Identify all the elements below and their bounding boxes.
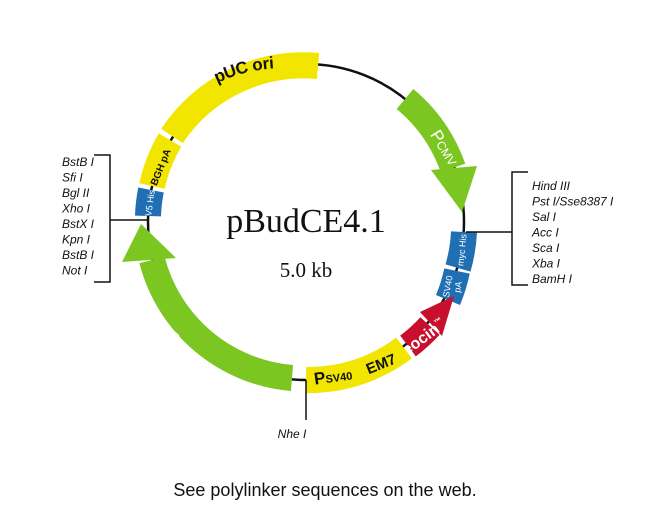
restriction-site-label: Sal I <box>532 210 557 224</box>
psv40-em7-segment <box>305 337 412 394</box>
v5-his-segment <box>135 187 164 217</box>
myc-his-label: myc His <box>455 233 468 266</box>
pef-arrow-body <box>139 256 294 391</box>
restriction-site-label: Hind III <box>532 179 571 193</box>
restriction-site-label: BstX I <box>62 217 95 231</box>
restriction-site-label: BstB I <box>62 155 95 169</box>
restriction-site-label: Acc I <box>531 226 559 240</box>
restriction-site-label: Xho I <box>61 202 91 216</box>
psv40-label: PSV40 <box>313 364 354 388</box>
restriction-site-label: Kpn I <box>62 233 91 247</box>
bgh-pa-segment <box>139 133 182 190</box>
restriction-site-label: BamH I <box>532 272 573 286</box>
zeocin-arrow-body <box>399 317 440 357</box>
mcs-right-bracket <box>466 171 528 286</box>
restriction-site-label: Bgl II <box>62 186 90 200</box>
pcmv-arrowhead <box>431 166 477 212</box>
sv40-pa-label: SV40 pA <box>441 272 465 300</box>
plasmid-name: pBudCE4.1 <box>226 203 386 240</box>
restriction-site-label: Xba I <box>531 257 561 271</box>
plasmid-size: 5.0 kb <box>280 258 333 282</box>
restriction-site-label: Sfi I <box>62 171 83 185</box>
v5-his-label: V5 His <box>143 189 157 217</box>
myc-his-segment <box>445 231 477 272</box>
puc-ori-segment <box>161 52 320 144</box>
restriction-site-label: Not I <box>62 264 88 278</box>
zeocin-arrowhead <box>420 296 454 336</box>
mcs-left-bracket <box>94 154 148 283</box>
restriction-site-label: BstB I <box>62 248 95 262</box>
caption: See polylinker sequences on the web. <box>173 480 477 500</box>
restriction-site-label: Sca I <box>532 241 560 255</box>
nhe-site-label: Nhe I <box>278 427 307 441</box>
pef-arrowhead <box>122 224 176 262</box>
restriction-site-label: Pst I/Sse8387 I <box>532 195 614 209</box>
pcmv-arrow-body <box>396 89 466 173</box>
